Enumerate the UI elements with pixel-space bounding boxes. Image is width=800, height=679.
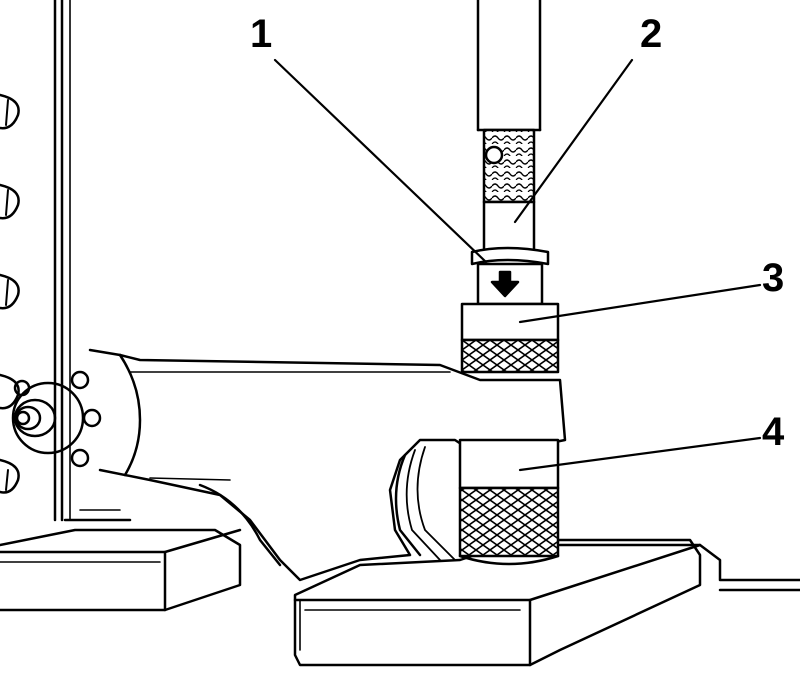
press-fixture-body — [88, 348, 567, 582]
press-ram — [476, 0, 542, 132]
sleeve-item-4 — [458, 438, 560, 566]
leader-line-3 — [518, 283, 762, 324]
sleeve-item-3 — [460, 302, 560, 374]
callout-4: 4 — [762, 410, 785, 454]
leader-lines — [273, 58, 762, 472]
leader-line-2 — [513, 58, 634, 224]
leader-line-4 — [518, 436, 762, 472]
pressing-tool-item-2 — [482, 128, 536, 252]
callout-2: 2 — [640, 12, 663, 56]
callout-3: 3 — [762, 256, 785, 300]
right-support-block — [293, 538, 702, 667]
leader-line-1 — [273, 58, 488, 264]
left-support-block — [0, 509, 242, 612]
ring-item-1 — [470, 246, 550, 306]
press-frame-column — [0, 0, 71, 522]
rear-wall — [558, 543, 800, 592]
pivot-knob — [11, 370, 102, 468]
callout-1: 1 — [250, 12, 273, 56]
